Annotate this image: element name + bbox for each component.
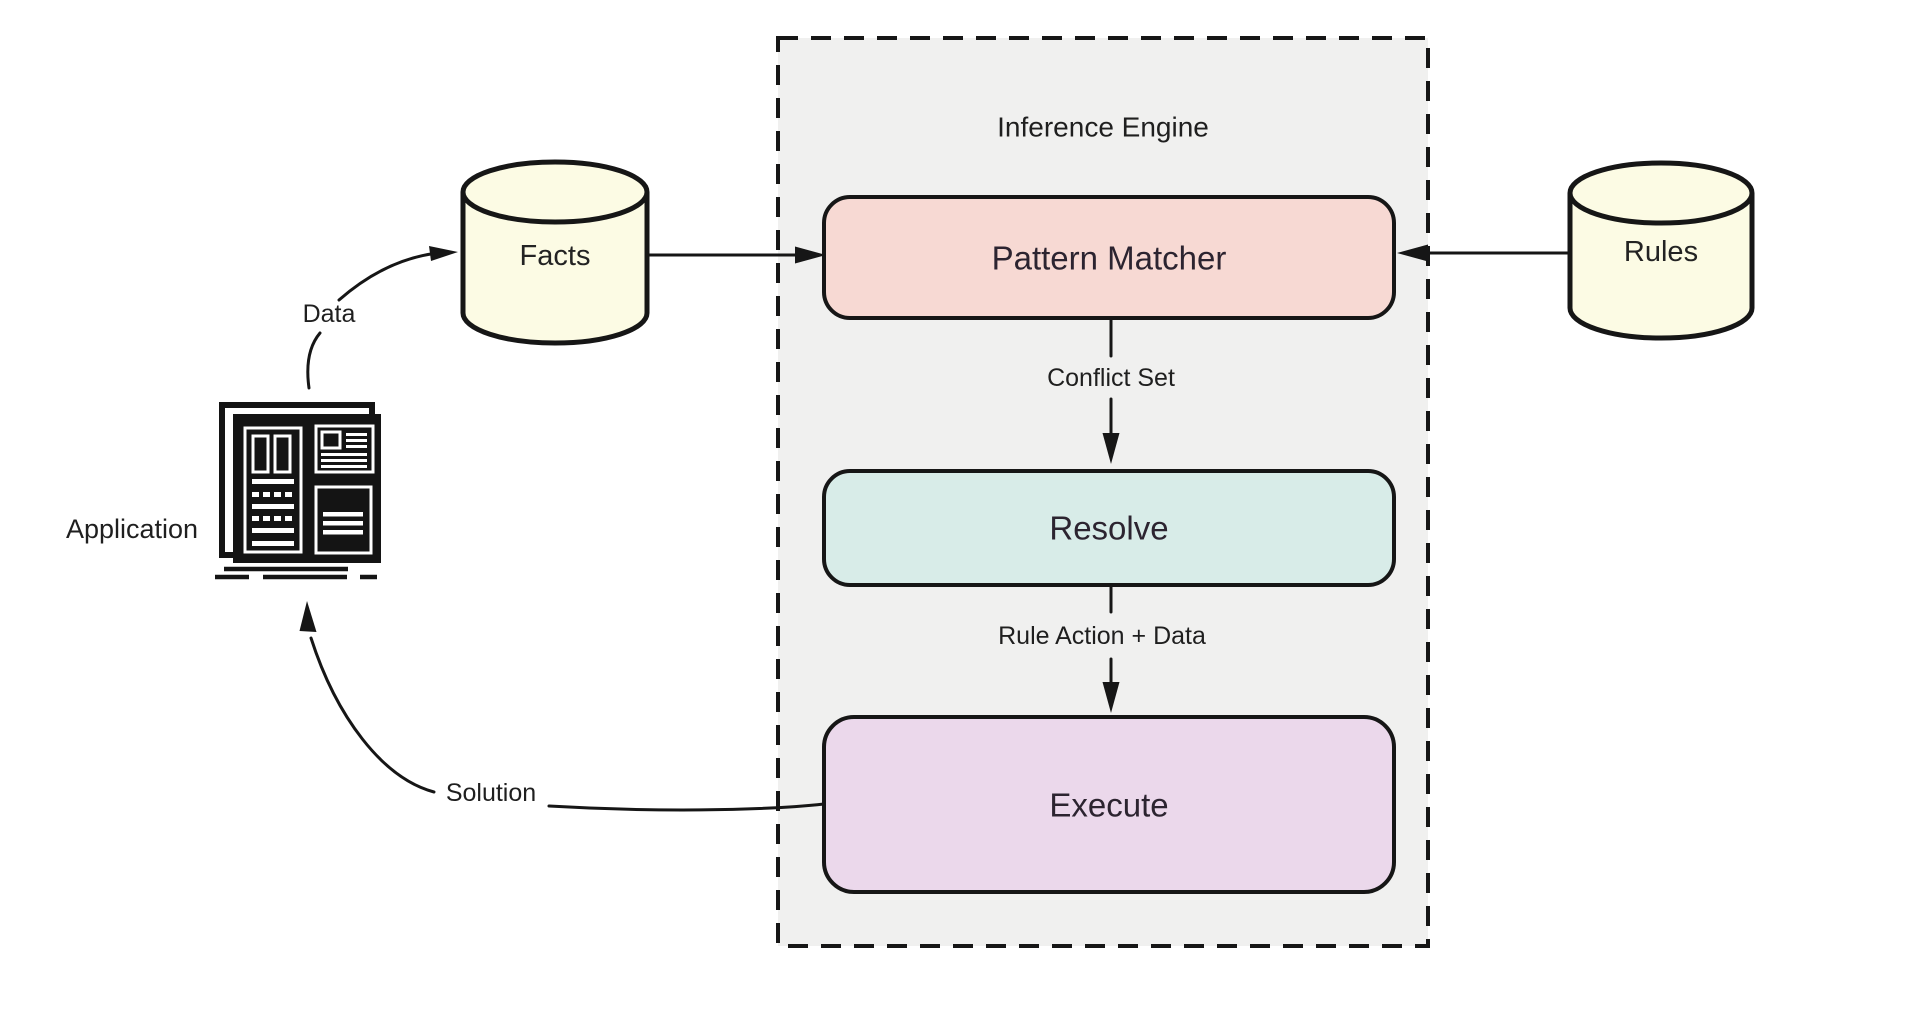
- application-label: Application: [66, 514, 198, 544]
- resolve-node: [822, 469, 1396, 587]
- rules-label: Rules: [1624, 236, 1698, 268]
- facts-datastore: Facts: [460, 159, 650, 346]
- solution-label: Solution: [446, 779, 536, 807]
- pattern-matcher-node: [822, 195, 1396, 320]
- data-label: Data: [303, 300, 356, 328]
- facts-to-pattern-matcher-arrow: [644, 246, 826, 264]
- conflict-set-arrow: [1102, 316, 1120, 464]
- rule-action-label: Rule Action + Data: [998, 622, 1206, 650]
- data-flow-arrow: [306, 246, 458, 390]
- solution-arrow: [299, 601, 826, 812]
- facts-label: Facts: [520, 240, 591, 272]
- rule-action-arrow: [1102, 583, 1120, 713]
- application-icon: [215, 402, 381, 580]
- pattern-matcher-label: Pattern Matcher: [992, 240, 1227, 277]
- rules-to-pattern-matcher-arrow: [1397, 244, 1570, 262]
- execute-label: Execute: [1049, 787, 1168, 824]
- rules-datastore: Rules: [1567, 160, 1755, 341]
- resolve-label: Resolve: [1049, 510, 1168, 547]
- inference-engine-label: Inference Engine: [997, 112, 1209, 143]
- conflict-set-label: Conflict Set: [1047, 364, 1175, 392]
